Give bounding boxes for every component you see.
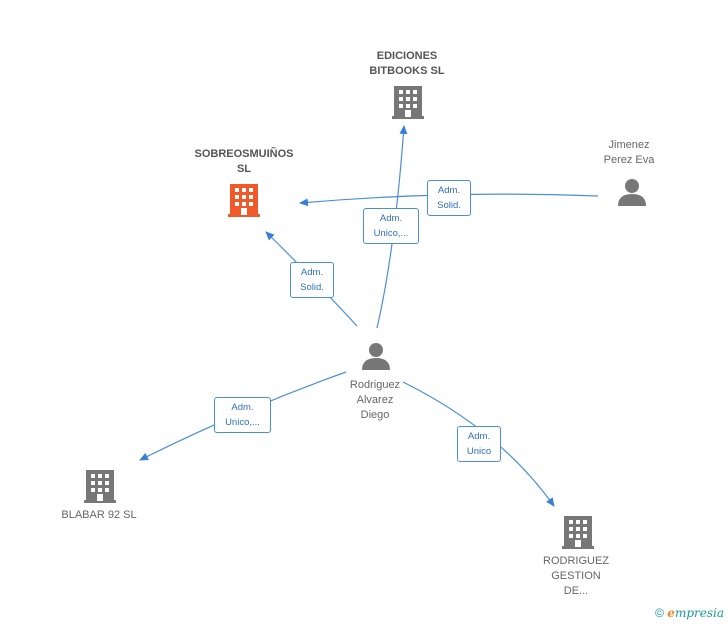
building-icon-highlighted[interactable] <box>228 184 260 217</box>
edge-label-rodriguez-gestion[interactable]: Adm. Unico <box>457 426 501 462</box>
copyright-notice: © empresia <box>655 606 724 620</box>
person-icon[interactable] <box>362 343 390 370</box>
person-icon[interactable] <box>618 179 646 206</box>
node-label-rodriguez-gestion[interactable]: RODRIGUEZ GESTION DE... <box>543 555 609 597</box>
edge-label-rodriguez-sobreosmuinos[interactable]: Adm. Solid. <box>290 262 334 298</box>
node-label-jimenez[interactable]: Jimenez Perez Eva <box>603 139 655 166</box>
building-icon[interactable] <box>562 516 594 549</box>
building-icon[interactable] <box>84 470 116 503</box>
node-label-sobreosmuinos[interactable]: SOBREOSMUIÑOS SL <box>194 148 294 175</box>
brand-initial: e <box>667 606 675 620</box>
copyright-symbol: © <box>655 606 664 620</box>
empresia-logo: empresia <box>667 606 724 620</box>
node-label-rodriguez-alvarez[interactable]: Rodriguez Alvarez Diego <box>349 379 401 421</box>
building-icon[interactable] <box>392 86 424 119</box>
node-label-blabar[interactable]: BLABAR 92 SL <box>61 509 137 521</box>
edge-label-jimenez-sobreosmuinos[interactable]: Adm. Solid. <box>427 180 471 216</box>
brand-rest: mpresia <box>674 606 724 620</box>
node-label-ediciones[interactable]: EDICIONES BITBOOKS SL <box>369 50 445 77</box>
edge-label-rodriguez-ediciones[interactable]: Adm. Unico,... <box>363 208 419 244</box>
edge-label-rodriguez-blabar[interactable]: Adm. Unico,... <box>214 397 271 433</box>
